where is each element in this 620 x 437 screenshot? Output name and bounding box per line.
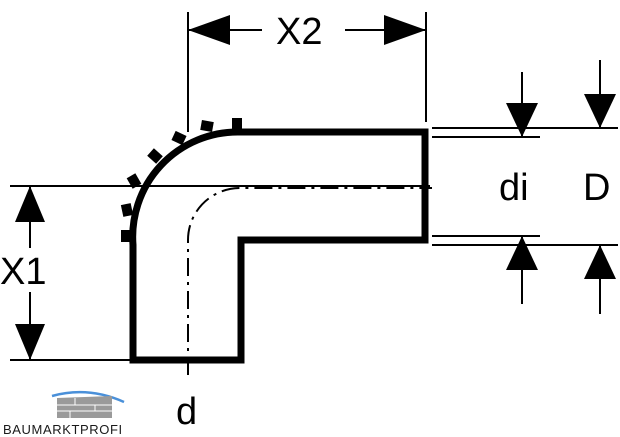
watermark-text: BAUMARKTPROFI	[3, 422, 123, 437]
di-arrow-top	[506, 103, 538, 137]
logo-bricks-icon	[57, 396, 112, 418]
rib	[200, 120, 214, 132]
centerline	[187, 187, 432, 375]
x1-arrow-bottom	[15, 324, 45, 360]
x2-label: X2	[276, 11, 322, 53]
d-label: d	[176, 391, 197, 433]
x1-dimension	[10, 185, 430, 361]
di-label: di	[499, 167, 529, 209]
di-arrow-bottom	[506, 236, 538, 270]
x2-arrow-right	[384, 15, 426, 45]
elbow-ribs	[120, 118, 242, 242]
di-D-dimension	[432, 60, 618, 314]
x2-arrow-left	[188, 15, 230, 45]
elbow-outer-edge	[129, 128, 429, 364]
rib	[120, 203, 134, 217]
rib	[147, 148, 163, 164]
x1-arrow-top	[15, 186, 45, 222]
rib	[121, 230, 131, 242]
D-arrow-bottom	[584, 245, 616, 279]
rib	[171, 130, 187, 146]
rib	[232, 118, 242, 130]
D-label: D	[583, 167, 610, 209]
D-arrow-top	[584, 94, 616, 128]
watermark-logo: BAUMARKTPROFI	[3, 390, 125, 437]
rib	[126, 173, 142, 189]
elbow-outline	[129, 128, 429, 364]
x2-dimension	[187, 12, 427, 132]
x1-label: X1	[0, 251, 46, 293]
logo-roof-icon	[51, 390, 125, 404]
